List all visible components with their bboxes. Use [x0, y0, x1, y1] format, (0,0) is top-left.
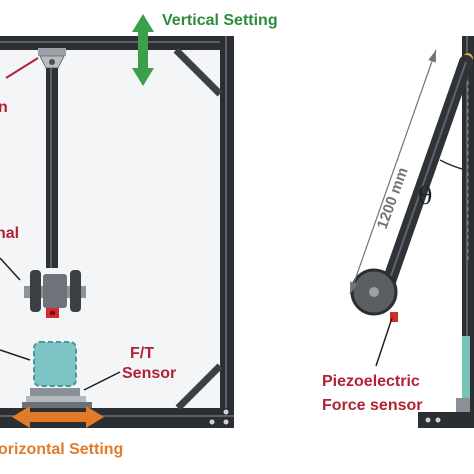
top-corner-brace	[173, 47, 223, 97]
ft-sensor-leader	[83, 371, 121, 391]
horizontal-setting-arrow	[12, 406, 104, 428]
right-frame-base	[418, 412, 474, 428]
piezo-sensor-label: Piezoelectric Force sensor	[322, 373, 424, 414]
partial-label-mid: nal	[0, 225, 19, 242]
vertical-setting-label: Vertical Setting	[162, 12, 278, 29]
angle-label: θ	[418, 182, 432, 210]
horizontal-setting-label: orizontal Setting	[0, 441, 123, 458]
ft-sensor	[33, 341, 77, 387]
vertical-setting-arrow	[132, 14, 154, 86]
partial-label-top: n	[0, 99, 8, 116]
pivot-bracket	[38, 48, 66, 69]
pendulum-weights	[24, 270, 86, 318]
length-dimension	[349, 49, 437, 295]
bottom-corner-brace	[175, 363, 223, 411]
side-ft-sensor	[462, 336, 470, 398]
angle-arc	[439, 159, 467, 171]
piezo-leader	[375, 317, 393, 367]
ft-sensor-label: F/T Sensor	[122, 345, 176, 382]
left-frame-background	[0, 50, 222, 410]
right-frame	[418, 36, 474, 428]
ft-sensor-assembly	[22, 341, 92, 408]
